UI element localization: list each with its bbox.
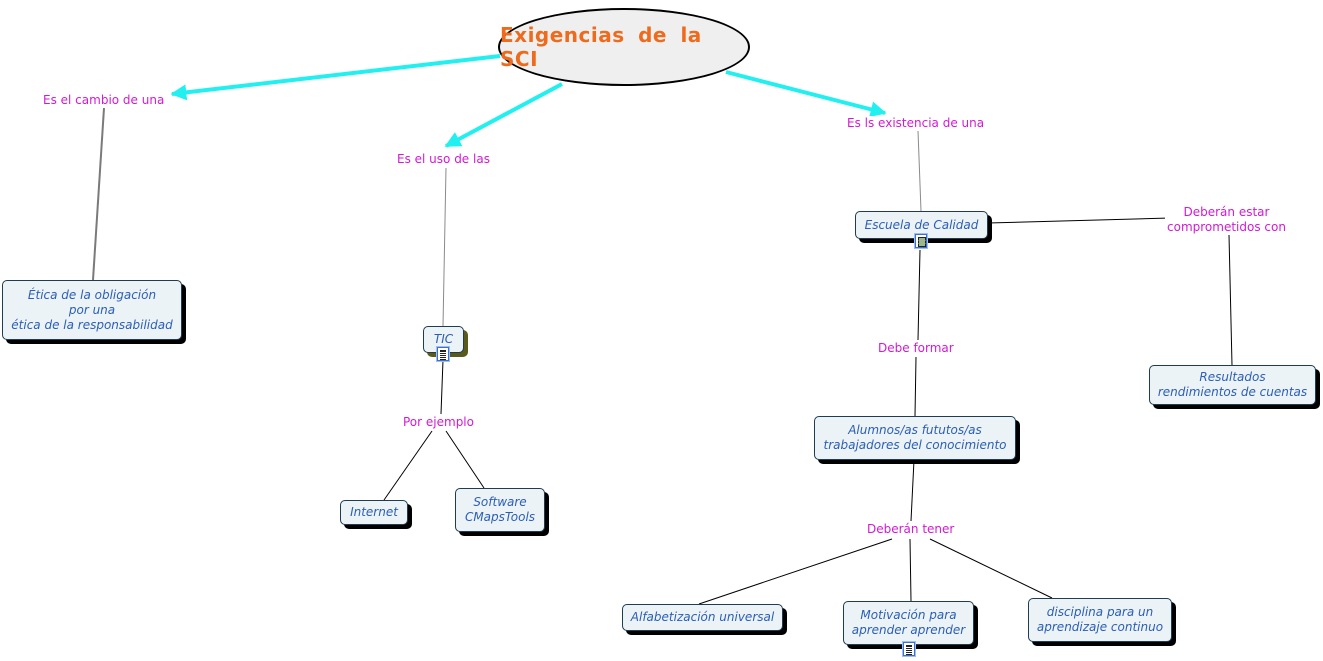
concept-etica-line3: ética de la responsabilidad — [11, 317, 173, 332]
link-deberan-estar[interactable]: Deberán estar comprometidos con — [1165, 205, 1288, 235]
link-uso[interactable]: Es el uso de las — [395, 152, 492, 167]
line-debeformar-alumnos — [914, 356, 917, 417]
concept-disciplina[interactable]: disciplina para un aprendizaje continuo — [1028, 598, 1172, 642]
line-deberantener-disciplina — [929, 538, 1053, 599]
concept-disciplina-line2: aprendizaje continuo — [1036, 620, 1164, 634]
concept-alumnos-line2: trabajadores del conocimiento — [823, 438, 1007, 452]
line-deberantener-alfabetizacion — [698, 538, 893, 605]
link-por-ejemplo[interactable]: Por ejemplo — [401, 415, 476, 430]
concept-etica-line2: por una — [68, 302, 116, 317]
line-deberantener-motivacion — [909, 538, 912, 602]
concept-resultados-line2: rendimientos de cuentas — [1157, 385, 1308, 399]
link-deberan-tener[interactable]: Deberán tener — [865, 522, 957, 537]
arrow-to-uso — [444, 82, 563, 148]
concept-internet-label: Internet — [350, 505, 398, 519]
line-uso-tic — [442, 167, 447, 327]
concept-motivacion[interactable]: Motivación para aprender aprender — [843, 601, 974, 645]
arrow-to-cambio — [170, 54, 501, 101]
link-deberan-estar-line1: Deberán estar — [1183, 205, 1270, 219]
link-existencia[interactable]: Es ls existencia de una — [845, 116, 987, 131]
line-escuela-debeformar — [917, 249, 921, 341]
link-debe-formar[interactable]: Debe formar — [876, 341, 956, 356]
film-icon[interactable] — [914, 233, 928, 249]
document-icon[interactable] — [436, 346, 450, 362]
line-existencia-escuela — [917, 130, 922, 212]
root-title: Exigencias de la SCI — [500, 23, 702, 71]
document-icon[interactable] — [902, 641, 916, 657]
line-deberanestar-resultados — [1228, 234, 1233, 366]
line-cambio-etica — [92, 107, 105, 281]
concept-resultados-line1: Resultados — [1199, 370, 1266, 384]
concept-motivacion-line2: aprender aprender — [851, 623, 966, 637]
line-porejemplo-internet — [383, 430, 433, 501]
concept-internet[interactable]: Internet — [340, 500, 408, 525]
concept-disciplina-line1: disciplina para un — [1046, 605, 1154, 619]
concept-tic-label: TIC — [433, 332, 454, 346]
concept-escuela-label: Escuela de Calidad — [864, 217, 979, 232]
concept-etica[interactable]: Ética de la obligación por una ética de … — [2, 280, 182, 340]
concept-alumnos[interactable]: Alumnos/as fututos/as trabajadores del c… — [814, 416, 1016, 460]
concept-resultados[interactable]: Resultados rendimientos de cuentas — [1149, 365, 1316, 405]
concept-etica-line1: Ética de la obligación — [27, 287, 157, 302]
link-deberan-estar-line2: comprometidos con — [1167, 220, 1286, 234]
line-tic-porejemplo — [440, 359, 444, 415]
concept-software[interactable]: Software CMapsTools — [455, 488, 545, 532]
concept-alfabetizacion[interactable]: Alfabetización universal — [622, 604, 783, 631]
line-porejemplo-software — [445, 430, 485, 489]
concept-alfabetizacion-label: Alfabetización universal — [630, 610, 775, 624]
root-concept-exigencias[interactable]: Exigencias de la SCI — [498, 8, 750, 86]
link-cambio[interactable]: Es el cambio de una — [41, 93, 167, 108]
concept-software-line2: CMapsTools — [464, 510, 536, 524]
concept-alumnos-line1: Alumnos/as fututos/as — [848, 423, 982, 437]
arrow-to-existencia — [725, 70, 887, 118]
line-alumnos-deberantener — [910, 459, 915, 522]
line-escuela-deberanestar — [987, 217, 1171, 224]
concept-motivacion-line1: Motivación para — [860, 608, 957, 622]
concept-software-line1: Software — [473, 495, 527, 509]
